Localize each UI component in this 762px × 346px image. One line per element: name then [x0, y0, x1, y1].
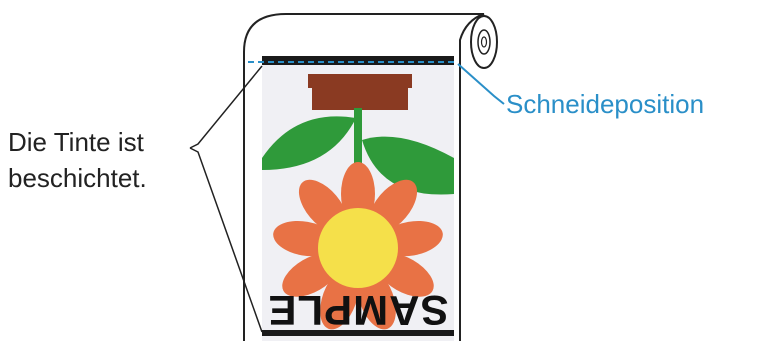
flower-center — [318, 208, 398, 288]
pot-body — [312, 88, 408, 110]
roll-core-inner — [482, 37, 487, 47]
cut-position-leader — [458, 64, 504, 104]
cut-position-label: Schneideposition — [506, 86, 704, 122]
flower-pot — [308, 74, 412, 110]
ink-coating-top — [262, 56, 454, 65]
ink-coated-label-line2: beschichtet. — [8, 160, 147, 196]
pot-rim — [308, 74, 412, 88]
ink-coated-label-line1: Die Tinte ist — [8, 124, 144, 160]
sample-print-text: SAMPLE — [267, 287, 448, 334]
